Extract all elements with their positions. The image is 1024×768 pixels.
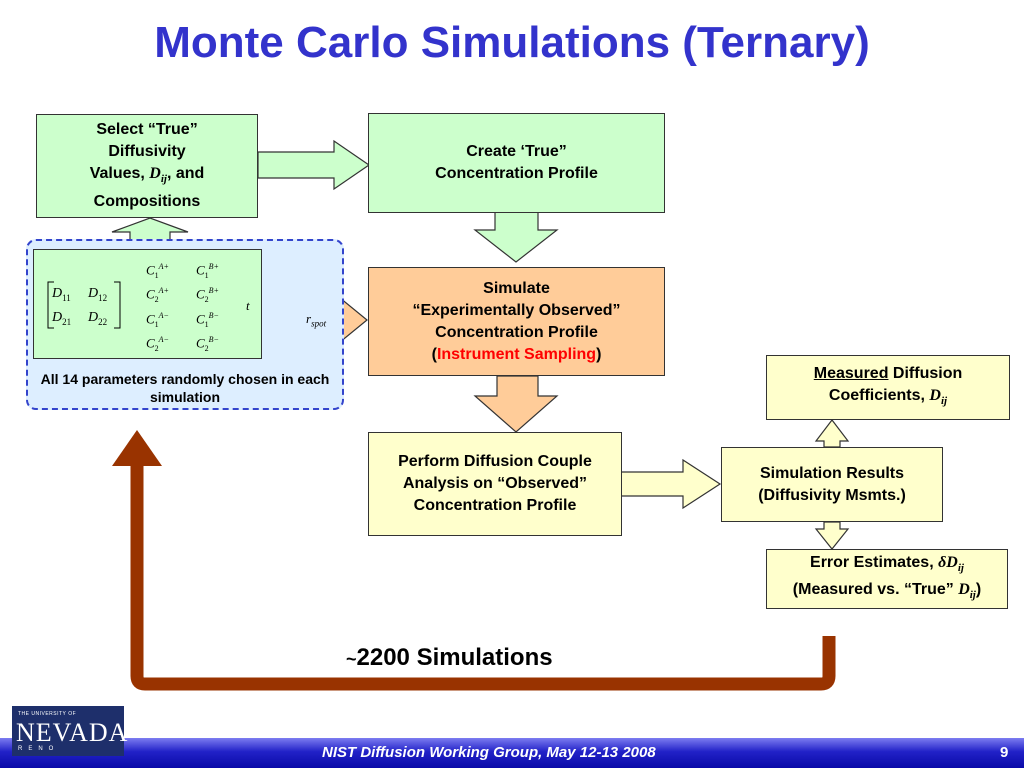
footer-text: NIST Diffusion Working Group, May 12-13 … [322, 744, 656, 761]
simulation-results-box: Simulation Results (Diffusivity Msmts.) [721, 447, 943, 522]
measured-line-2: Coefficients, Dij [828, 386, 948, 408]
university-logo: THE UNIVERSITY OF NEVADA RENO [12, 706, 127, 756]
perform-line-1: Perform Diffusion Couple [398, 453, 592, 470]
select-line-2: Diffusivity [108, 143, 186, 161]
simulate-line-1: Simulate [483, 279, 550, 297]
c1-b-minus: C1B− [196, 311, 219, 329]
instrument-sampling-text: Instrument Sampling [436, 345, 597, 363]
c2-a-minus: C2A− [146, 335, 169, 353]
error-estimates-box: Error Estimates, δDij (Measured vs. “Tru… [766, 549, 1008, 609]
arrow-select-to-create [257, 139, 371, 191]
d22-label: D22 [88, 310, 108, 327]
perform-line-3: Concentration Profile [413, 497, 577, 514]
slide-title: Monte Carlo Simulations (Ternary) [154, 18, 870, 67]
select-true-values-box: Select “True” Diffusivity Values, Dij, a… [36, 114, 258, 218]
arrow-perform-to-results [620, 458, 722, 510]
simulations-count: ~2200 Simulations [346, 644, 553, 671]
measured-coefficients-box: Measured Diffusion Coefficients, Dij [766, 355, 1010, 420]
results-line-2: (Diffusivity Msmts.) [758, 486, 906, 504]
arrow-up-green [111, 217, 189, 241]
error-line-1: Error Estimates, δDij [810, 553, 964, 574]
simulate-line-4: (Instrument Sampling) [431, 345, 602, 363]
simulate-line-3: Concentration Profile [435, 323, 598, 341]
create-line-1: Create ‘True” [466, 143, 567, 160]
arrow-simulate-to-perform [473, 375, 559, 433]
error-line-2: (Measured vs. “True” Dij) [792, 581, 982, 602]
rspot-label: rspot [306, 311, 327, 329]
c1-a-plus: C1A+ [146, 262, 169, 280]
time-variable: t [246, 298, 250, 313]
measured-line-1: Measured Diffusion [813, 364, 963, 382]
matrix-brackets [47, 281, 121, 329]
select-line-3: Values, Dij, and [89, 165, 205, 186]
loop-arrow-head [112, 430, 162, 466]
logo-bottom-text: RENO [18, 746, 60, 752]
random-parameters-note: All 14 parameters randomly chosen in eac… [40, 371, 330, 405]
logo-name: NEVADA [16, 718, 129, 747]
footer-bar [0, 738, 1024, 768]
simulate-observed-profile-box: Simulate “Experimentally Observed” Conce… [368, 267, 665, 376]
loop-arrow [130, 462, 836, 691]
simulate-line-2: “Experimentally Observed” [412, 301, 621, 319]
arrow-results-to-measured [814, 419, 850, 448]
d12-label: D12 [88, 286, 108, 303]
c1-a-minus: C1A− [146, 311, 169, 329]
results-line-1: Simulation Results [759, 464, 905, 482]
perform-analysis-box: Perform Diffusion Couple Analysis on “Ob… [368, 432, 622, 536]
parameter-matrix: D11 D12 D21 D22 C1A+ C1B+ C2A+ C2B+ C1A−… [33, 249, 262, 359]
arrow-results-to-error [814, 521, 850, 550]
perform-line-2: Analysis on “Observed” [402, 475, 588, 492]
create-true-profile-box: Create ‘True” Concentration Profile [368, 113, 665, 213]
page-number: 9 [1000, 744, 1009, 761]
select-line-1: Select “True” [96, 121, 198, 139]
c2-b-minus: C2B− [196, 335, 219, 353]
create-line-2: Concentration Profile [435, 165, 598, 182]
c1-b-plus: C1B+ [196, 262, 219, 280]
arrow-create-to-simulate [473, 211, 559, 263]
c2-a-plus: C2A+ [146, 286, 169, 304]
d21-label: D21 [52, 310, 72, 327]
select-line-4: Compositions [93, 192, 201, 210]
logo-top-text: THE UNIVERSITY OF [18, 711, 77, 717]
c2-b-plus: C2B+ [196, 286, 219, 304]
d11-label: D11 [52, 286, 71, 303]
